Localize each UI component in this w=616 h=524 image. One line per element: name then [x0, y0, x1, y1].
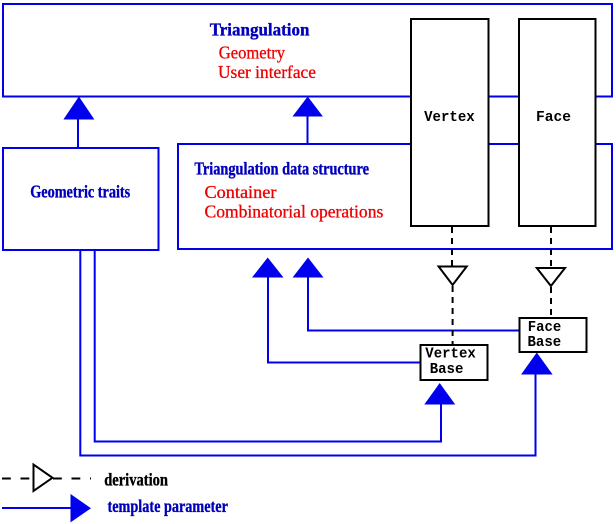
svg-text:derivation: derivation	[104, 470, 168, 490]
svg-text:Vertex: Vertex	[424, 109, 475, 126]
svg-text:Triangulation: Triangulation	[210, 20, 310, 40]
svg-text:Combinatorial operations: Combinatorial operations	[205, 202, 384, 222]
svg-text:Triangulation data structure: Triangulation data structure	[194, 159, 369, 179]
svg-text:User interface: User interface	[218, 62, 316, 82]
svg-text:Vertex: Vertex	[425, 346, 476, 363]
svg-text:Geometry: Geometry	[219, 43, 285, 63]
svg-text:Container: Container	[205, 182, 277, 202]
svg-text:Base: Base	[528, 334, 562, 351]
svg-text:Face: Face	[528, 319, 562, 336]
svg-text:Base: Base	[430, 361, 464, 378]
svg-text:Geometric traits: Geometric traits	[30, 182, 130, 202]
svg-text:template parameter: template parameter	[108, 496, 228, 516]
svg-text:Face: Face	[536, 109, 571, 126]
